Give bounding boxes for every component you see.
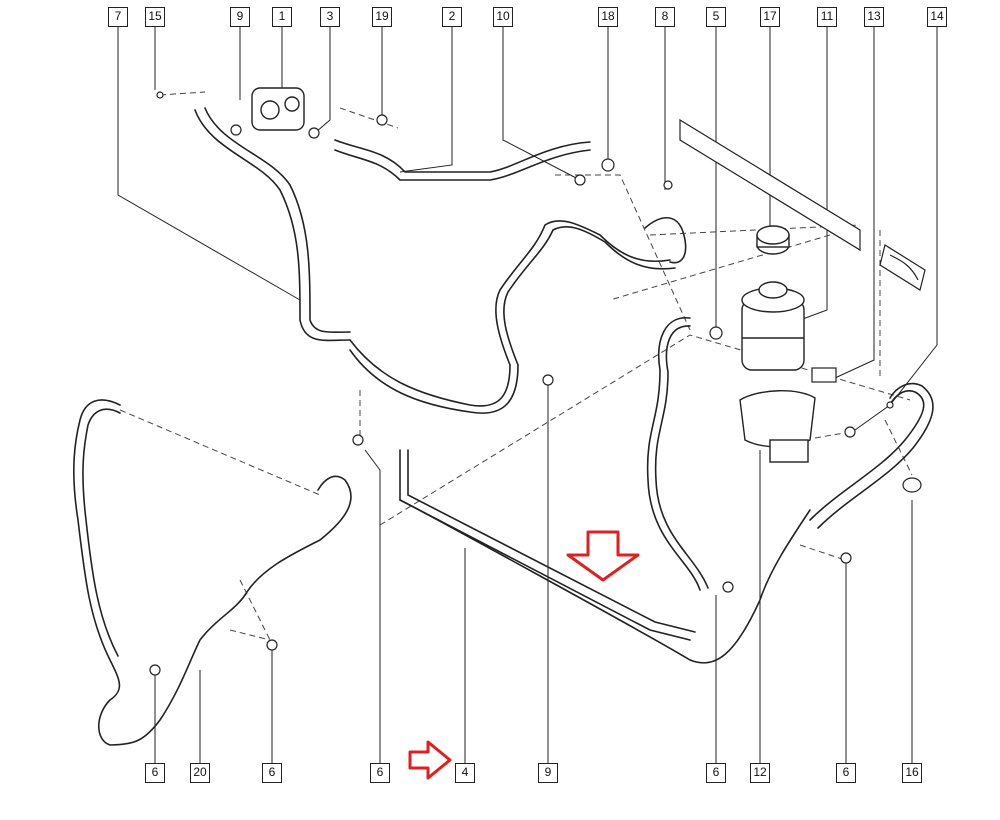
- callout-top-9: 9: [230, 7, 250, 27]
- callout-top-18: 18: [598, 7, 618, 27]
- callout-bottom-20: 20: [190, 763, 210, 783]
- callout-bottom-4: 4: [455, 763, 475, 783]
- fluid-reservoir: [741, 281, 805, 371]
- callout-top-1: 1: [272, 7, 292, 27]
- callout-top-17: 17: [760, 7, 780, 27]
- steering-rack: [679, 118, 926, 291]
- arrow-down-icon: [566, 530, 640, 582]
- callout-bottom-6c: 6: [370, 763, 390, 783]
- callout-bottom-12: 12: [750, 763, 770, 783]
- callout-bottom-9: 9: [538, 763, 558, 783]
- reservoir-bracket: [739, 390, 816, 463]
- dashed-assembly-lines: [119, 91, 913, 641]
- callout-top-11: 11: [817, 7, 837, 27]
- hoses: [73, 107, 934, 746]
- callout-top-10: 10: [493, 7, 513, 27]
- arrow-right-icon: [408, 740, 452, 780]
- callout-bottom-6a: 6: [145, 763, 165, 783]
- callout-top-3: 3: [320, 7, 340, 27]
- steering-pump: [251, 87, 305, 131]
- callout-top-15: 15: [145, 7, 165, 27]
- clip-13: [811, 367, 837, 383]
- callout-top-19: 19: [372, 7, 392, 27]
- callout-top-14: 14: [927, 7, 947, 27]
- callout-bottom-16: 16: [902, 763, 922, 783]
- bolts: [149, 91, 922, 676]
- callout-top-8: 8: [655, 7, 675, 27]
- reservoir-cap: [756, 225, 790, 255]
- callout-bottom-6d: 6: [706, 763, 726, 783]
- callout-top-5: 5: [706, 7, 726, 27]
- callout-top-13: 13: [864, 7, 884, 27]
- callout-top-7: 7: [108, 7, 128, 27]
- leader-lines: [117, 27, 938, 763]
- callout-top-2: 2: [442, 7, 462, 27]
- callout-bottom-6b: 6: [262, 763, 282, 783]
- callout-bottom-6e: 6: [836, 763, 856, 783]
- red-arrows: [408, 530, 640, 780]
